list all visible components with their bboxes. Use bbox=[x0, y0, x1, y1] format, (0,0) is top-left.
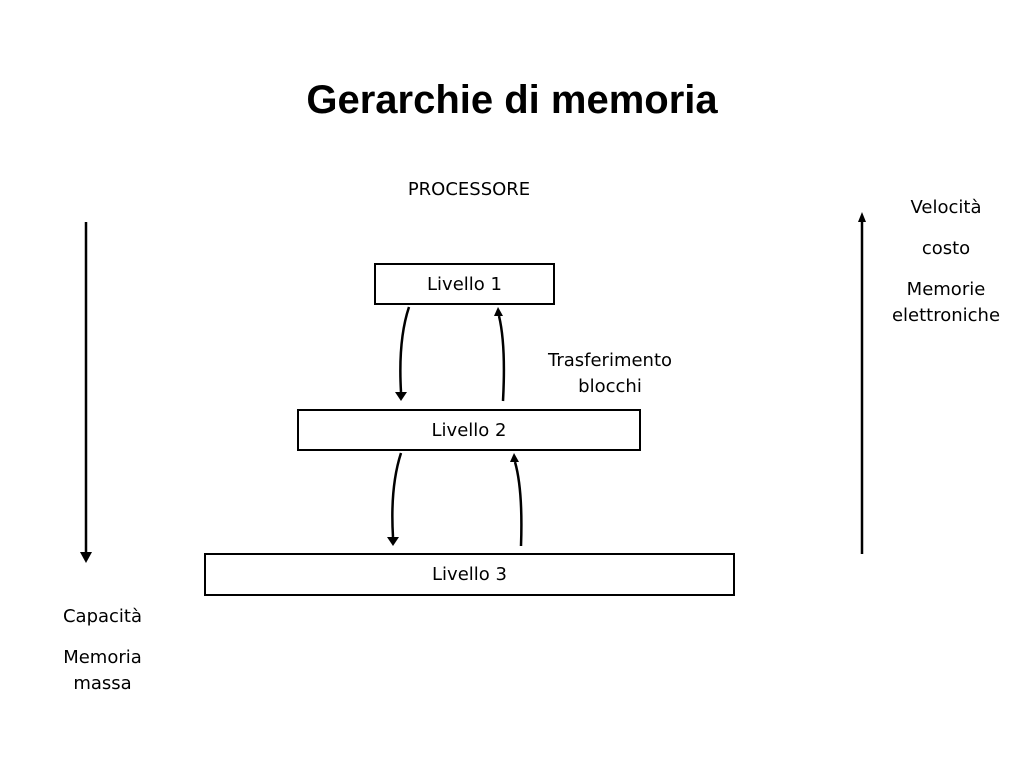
slide-title: Gerarchie di memoria bbox=[306, 78, 718, 122]
mass-memory-label: Memoria massa bbox=[63, 647, 142, 694]
transfer-up-arrow-2 bbox=[510, 453, 523, 547]
cost-label: costo bbox=[921, 238, 971, 259]
transfer-down-arrow-2 bbox=[387, 452, 403, 546]
capacity-label: Capacità bbox=[62, 606, 143, 627]
level-3-label: Livello 3 bbox=[432, 564, 507, 585]
level-1-box: Livello 1 bbox=[374, 263, 555, 305]
level-2-box: Livello 2 bbox=[297, 409, 641, 451]
capacity-axis-arrow bbox=[80, 222, 92, 563]
transfer-up-arrow-1 bbox=[494, 307, 506, 402]
level-2-label: Livello 2 bbox=[431, 419, 507, 441]
level-3-box: Livello 3 bbox=[204, 553, 735, 596]
transfer-blocks-label: Trasferimento blocchi bbox=[547, 350, 673, 397]
level-1-label: Livello 1 bbox=[427, 273, 502, 295]
speed-label: Velocità bbox=[910, 197, 982, 218]
processor-label: PROCESSORE bbox=[407, 179, 531, 200]
speed-axis-arrow bbox=[858, 212, 866, 554]
transfer-down-arrow-1 bbox=[395, 306, 411, 401]
electronic-memories-label: Memorie elettroniche bbox=[891, 279, 1001, 326]
